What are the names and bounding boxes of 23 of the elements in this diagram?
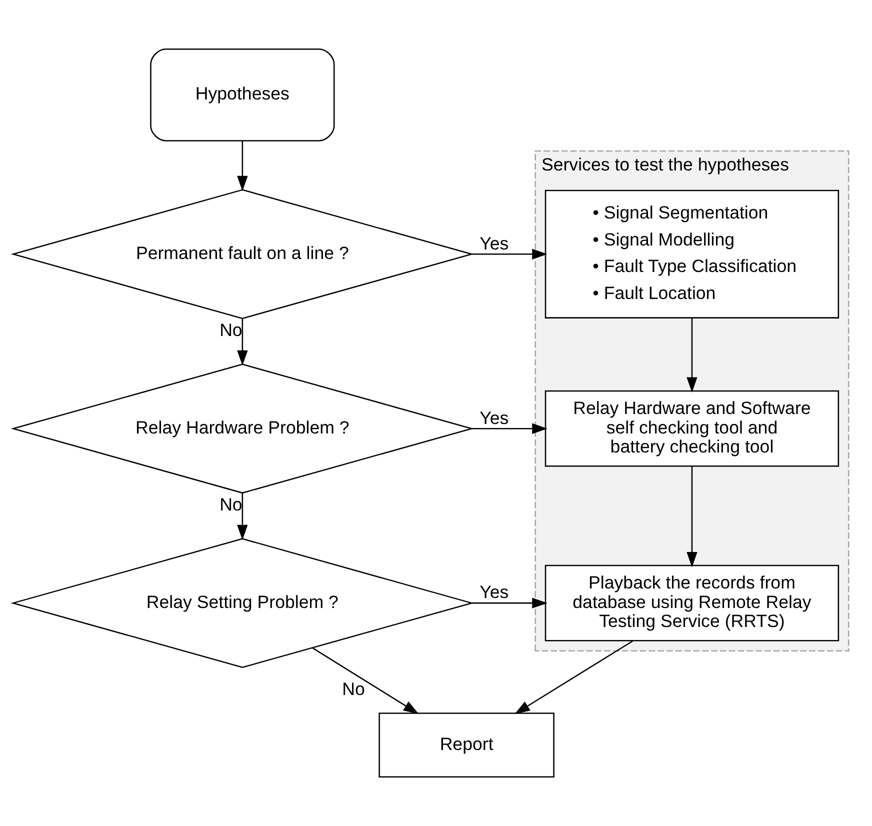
- node-box: Playback the records from database using Remote Relay Testing Service (RRTS): [544, 564, 840, 642]
- node-box: Report: [378, 712, 554, 778]
- arrow: [472, 248, 548, 260]
- node-diamond: Relay Hardware Problem ?: [10, 364, 474, 494]
- arrow: [237, 492, 248, 540]
- node-box: Hypotheses: [150, 48, 335, 142]
- arrow: [312, 648, 419, 714]
- edge-label: Yes: [480, 233, 509, 254]
- arrow: [237, 318, 248, 366]
- node-diamond: Relay Setting Problem ?: [10, 538, 474, 668]
- edge-label: Yes: [480, 582, 509, 602]
- arrow: [472, 598, 548, 608]
- arrow: [686, 466, 698, 568]
- arrow: [237, 141, 248, 192]
- edge-label: No: [342, 678, 365, 699]
- node-box: • Signal Segmentation • Signal Modelling • Fault Type Classification • Fault Location: [544, 190, 840, 318]
- edge-label: Yes: [480, 408, 509, 428]
- arrow: [686, 318, 698, 392]
- edge-label: No: [220, 320, 242, 340]
- node-box: Relay Hardware and Software self checking tool and battery checking tool: [544, 390, 840, 467]
- node-diamond: Permanent fault on a line ?: [10, 189, 474, 320]
- arrow: [472, 423, 548, 434]
- edge-label: No: [220, 494, 242, 515]
